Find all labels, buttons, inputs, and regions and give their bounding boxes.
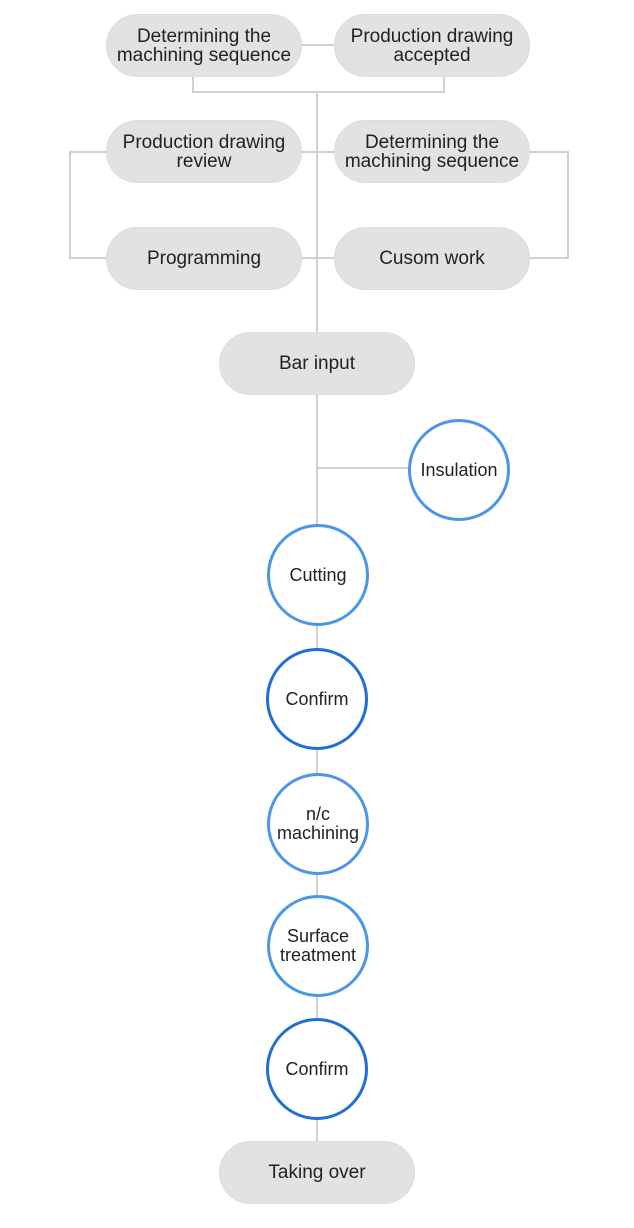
step-insulation: Insulation: [408, 419, 510, 521]
step-bar-input: Bar input: [219, 332, 415, 395]
step-confirm-1: Confirm: [266, 648, 368, 750]
step-custom-work: Cusom work: [334, 227, 530, 290]
step-determining-machining-sequence-top: Determining the machining sequence: [106, 14, 302, 77]
step-programming: Programming: [106, 227, 302, 290]
step-production-drawing-review: Production drawing review: [106, 120, 302, 183]
step-cutting: Cutting: [267, 524, 369, 626]
step-nc-machining: n/c machining: [267, 773, 369, 875]
step-surface-treatment: Surface treatment: [267, 895, 369, 997]
step-confirm-2: Confirm: [266, 1018, 368, 1120]
step-determining-machining-sequence-mid: Determining the machining sequence: [334, 120, 530, 183]
step-production-drawing-accepted: Production drawing accepted: [334, 14, 530, 77]
step-taking-over: Taking over: [219, 1141, 415, 1204]
